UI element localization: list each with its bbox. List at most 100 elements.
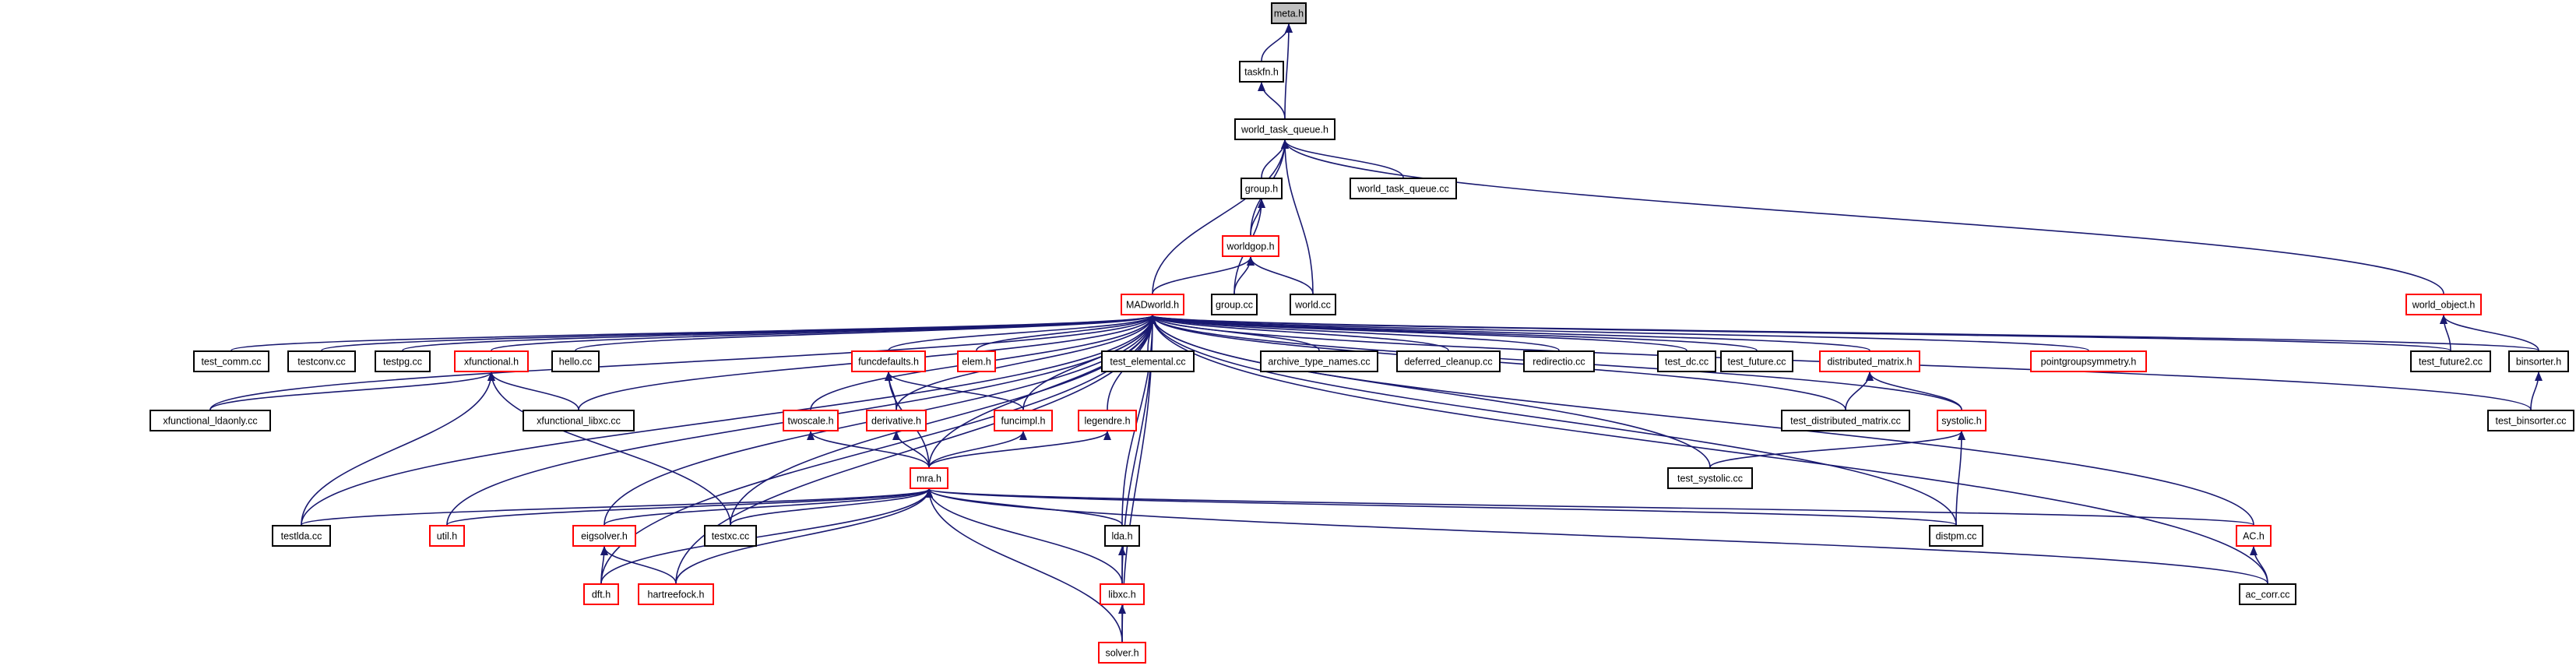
node-distributed-matrix-h[interactable]: distributed_matrix.h — [1819, 350, 1920, 372]
node-lda-h[interactable]: lda.h — [1104, 525, 1140, 547]
node-label: elem.h — [962, 357, 991, 368]
node-box — [287, 350, 356, 372]
node-deferred-cleanup-cc[interactable]: deferred_cleanup.cc — [1396, 350, 1501, 372]
node-test-future-cc[interactable]: test_future.cc — [1720, 350, 1793, 372]
edge-testconv_cc-to-madworld_h — [321, 315, 1156, 351]
node-testlda-cc[interactable]: testlda.cc — [272, 525, 331, 547]
node-test-dc-cc[interactable]: test_dc.cc — [1657, 350, 1716, 372]
edge-util_h-to-mra_h — [446, 488, 933, 526]
node-mra-h[interactable]: mra.h — [910, 467, 948, 489]
node-box — [1234, 118, 1336, 140]
node-test-future2-cc[interactable]: test_future2.cc — [2410, 350, 2491, 372]
node-redirectio-cc[interactable]: redirectio.cc — [1523, 350, 1595, 372]
edge-test_future2_cc-to-madworld_h — [1149, 315, 2451, 351]
node-label: test_future.cc — [1727, 357, 1786, 368]
node-world-cc[interactable]: world.cc — [1290, 294, 1336, 315]
node-xfunctional-h[interactable]: xfunctional.h — [454, 350, 529, 372]
node-box — [994, 410, 1053, 431]
node-label: mra.h — [917, 474, 941, 484]
node-taskfn-h[interactable]: taskfn.h — [1239, 61, 1284, 83]
node-madworld-h[interactable]: MADworld.h — [1121, 294, 1184, 315]
node-derivative-h[interactable]: derivative.h — [866, 410, 927, 431]
edge-distpm_cc-to-systolic_h — [1955, 431, 1965, 526]
node-legendre-h[interactable]: legendre.h — [1078, 410, 1137, 431]
node-box — [866, 410, 927, 431]
node-test-binsorter-cc[interactable]: test_binsorter.cc — [2487, 410, 2574, 431]
node-box — [1523, 350, 1595, 372]
node-eigsolver-h[interactable]: eigsolver.h — [572, 525, 636, 547]
node-ac-h[interactable]: AC.h — [2236, 525, 2272, 547]
node-util-h[interactable]: util.h — [429, 525, 465, 547]
node-testconv-cc[interactable]: testconv.cc — [287, 350, 356, 372]
node-funcdefaults-h[interactable]: funcdefaults.h — [851, 350, 926, 372]
node-test-distributed-matrix-cc[interactable]: test_distributed_matrix.cc — [1781, 410, 1910, 431]
node-world-task-queue-cc[interactable]: world_task_queue.cc — [1350, 178, 1457, 199]
node-box — [1260, 350, 1378, 372]
node-test-comm-cc[interactable]: test_comm.cc — [193, 350, 269, 372]
node-group-cc[interactable]: group.cc — [1211, 294, 1258, 315]
edge-dft_h-to-mra_h — [600, 488, 933, 584]
node-label: test_systolic.cc — [1677, 474, 1743, 484]
node-ac-corr-cc[interactable]: ac_corr.cc — [2239, 583, 2296, 605]
node-label: test_binsorter.cc — [2495, 416, 2566, 427]
node-test-elemental-cc[interactable]: test_elemental.cc — [1101, 350, 1195, 372]
node-box — [2405, 294, 2482, 315]
node-box — [1271, 2, 1307, 24]
edge-world_cc-to-worldgop_h — [1247, 256, 1314, 294]
node-layer: meta.h taskfn.h world_task_queue.h group.h w… — [150, 2, 2574, 664]
node-label: archive_type_names.cc — [1268, 357, 1370, 368]
node-label: testconv.cc — [297, 357, 346, 368]
edge-hello_cc-to-madworld_h — [575, 315, 1156, 351]
node-pointgroupsymmetry-h[interactable]: pointgroupsymmetry.h — [2030, 350, 2147, 372]
node-xfunctional-ldaonly-cc[interactable]: xfunctional_ldaonly.cc — [150, 410, 271, 431]
edge-testlda_cc-to-mra_h — [301, 488, 933, 526]
node-label: testlda.cc — [281, 531, 322, 542]
node-label: twoscale.h — [787, 416, 833, 427]
node-label: funcdefaults.h — [858, 357, 919, 368]
node-testpg-cc[interactable]: testpg.cc — [375, 350, 431, 372]
node-label: test_distributed_matrix.cc — [1790, 416, 1901, 427]
node-label: hello.cc — [559, 357, 592, 368]
node-group-h[interactable]: group.h — [1240, 178, 1283, 199]
node-systolic-h[interactable]: systolic.h — [1937, 410, 1987, 431]
node-archive-type-names-cc[interactable]: archive_type_names.cc — [1260, 350, 1378, 372]
node-box — [638, 583, 714, 605]
node-hartreefock-h[interactable]: hartreefock.h — [638, 583, 714, 605]
node-box — [2508, 350, 2569, 372]
node-box — [429, 525, 465, 547]
node-test-systolic-cc[interactable]: test_systolic.cc — [1667, 467, 1753, 489]
edge-distpm_cc-to-madworld_h — [1149, 315, 1957, 526]
edge-funcimpl_h-to-funcdefaults_h — [885, 371, 1024, 410]
node-testxc-cc[interactable]: testxc.cc — [704, 525, 757, 547]
node-binsorter-h[interactable]: binsorter.h — [2508, 350, 2569, 372]
node-meta-h[interactable]: meta.h — [1271, 2, 1307, 24]
node-label: legendre.h — [1084, 416, 1130, 427]
node-box — [1222, 235, 1279, 257]
node-world-task-queue-h[interactable]: world_task_queue.h — [1234, 118, 1336, 140]
edge-ac_corr_cc-to-madworld_h — [1149, 315, 2268, 584]
node-solver-h[interactable]: solver.h — [1098, 642, 1146, 664]
node-label: world_task_queue.cc — [1357, 184, 1448, 195]
node-xfunctional-libxc-cc[interactable]: xfunctional_libxc.cc — [523, 410, 635, 431]
node-hello-cc[interactable]: hello.cc — [551, 350, 600, 372]
node-dft-h[interactable]: dft.h — [583, 583, 619, 605]
edge-ac_h-to-mra_h — [925, 488, 2254, 526]
node-box — [2239, 583, 2296, 605]
node-distpm-cc[interactable]: distpm.cc — [1929, 525, 1983, 547]
node-label: eigsolver.h — [581, 531, 628, 542]
node-label: funcimpl.h — [1001, 416, 1046, 427]
node-worldgop-h[interactable]: worldgop.h — [1222, 235, 1279, 257]
edge-madworld_h-to-world_task_queue_h — [1152, 139, 1289, 294]
node-world-object-h[interactable]: world_object.h — [2405, 294, 2482, 315]
node-box — [1101, 350, 1195, 372]
node-box — [2236, 525, 2272, 547]
node-twoscale-h[interactable]: twoscale.h — [783, 410, 839, 431]
node-label: world_object.h — [2412, 300, 2476, 311]
node-label: worldgop.h — [1226, 241, 1274, 252]
node-box — [1396, 350, 1501, 372]
node-libxc-h[interactable]: libxc.h — [1100, 583, 1145, 605]
node-box — [454, 350, 529, 372]
node-funcimpl-h[interactable]: funcimpl.h — [994, 410, 1053, 431]
node-elem-h[interactable]: elem.h — [957, 350, 996, 372]
